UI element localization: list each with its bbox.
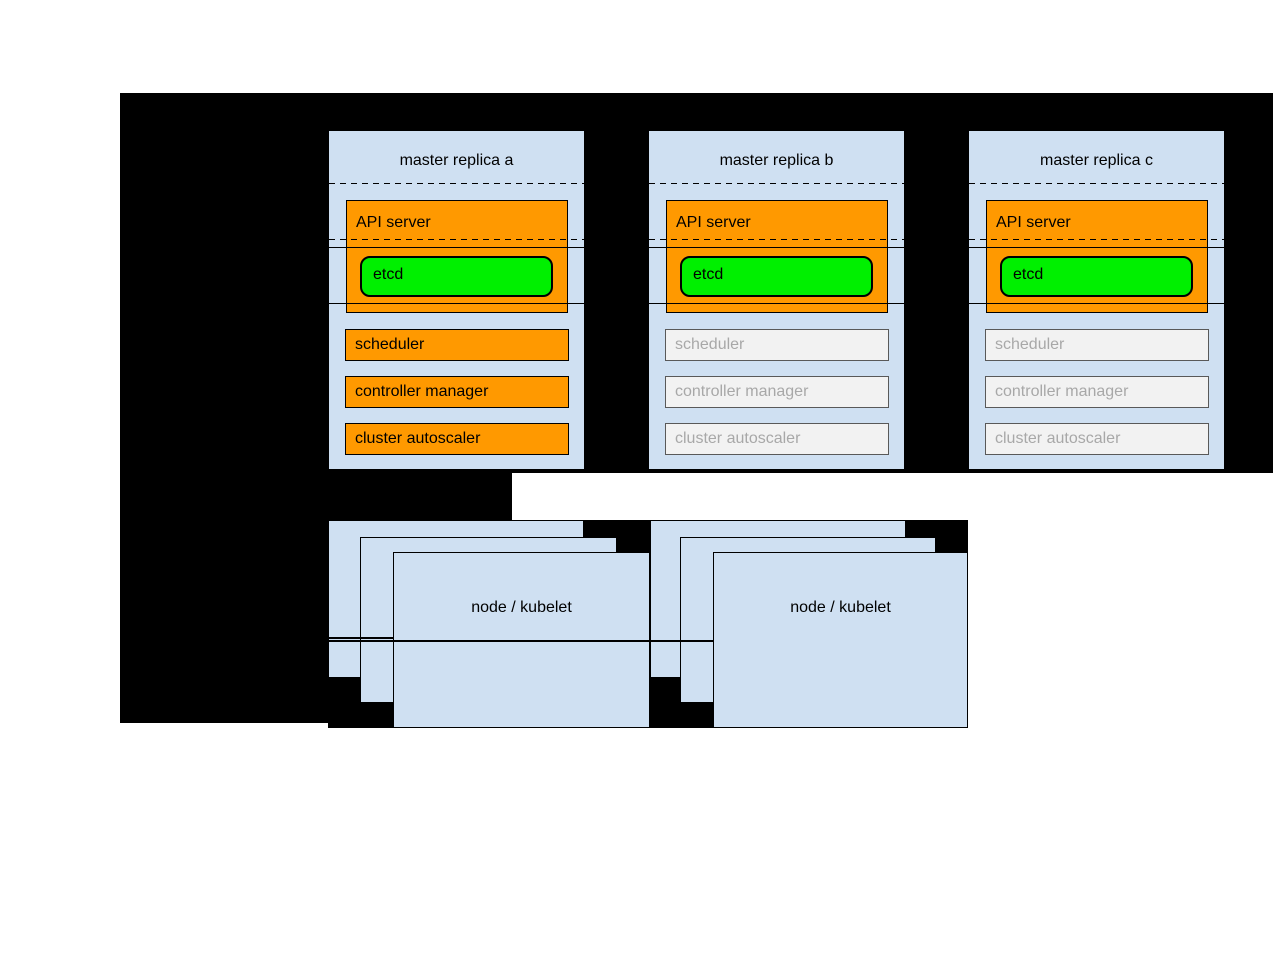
api-server-box: API server etcd [666, 200, 888, 313]
zone-divider-dashed [649, 183, 904, 184]
cluster-autoscaler-box: cluster autoscaler [665, 423, 889, 455]
master-replica-a-box: master replica a API server etcd schedul… [328, 130, 585, 470]
controller-manager-label: controller manager [995, 383, 1129, 400]
zone-divider-solid [649, 247, 904, 248]
cluster-autoscaler-box: cluster autoscaler [985, 423, 1209, 455]
cluster-autoscaler-box: cluster autoscaler [345, 423, 569, 455]
api-server-label: API server [996, 214, 1071, 231]
etcd-box: etcd [1000, 256, 1193, 297]
scheduler-label: scheduler [355, 336, 425, 353]
etcd-label: etcd [1013, 266, 1044, 283]
controller-manager-label: controller manager [355, 383, 489, 400]
scheduler-box: scheduler [345, 329, 569, 361]
cluster-autoscaler-label: cluster autoscaler [355, 430, 481, 447]
etcd-label: etcd [373, 266, 404, 283]
etcd-box: etcd [360, 256, 553, 297]
node-stack-2-card-front: node / kubelet [713, 552, 968, 728]
master-replica-a-title: master replica a [399, 152, 514, 169]
master-replica-c-title: master replica c [1040, 152, 1153, 169]
master-replica-b-box: master replica b API server etcd schedul… [648, 130, 905, 470]
controller-manager-box: controller manager [345, 376, 569, 408]
scheduler-box: scheduler [665, 329, 889, 361]
zone-divider-dashed [969, 239, 1224, 240]
node-kubelet-label: node / kubelet [790, 599, 891, 616]
api-server-label: API server [356, 214, 431, 231]
zone-divider-solid [649, 303, 904, 304]
scheduler-box: scheduler [985, 329, 1209, 361]
controller-manager-label: controller manager [675, 383, 809, 400]
node-zone-divider [328, 637, 393, 639]
zone-divider-solid [329, 247, 584, 248]
api-server-box: API server etcd [986, 200, 1208, 313]
controller-manager-box: controller manager [665, 376, 889, 408]
cluster-autoscaler-label: cluster autoscaler [675, 430, 801, 447]
scheduler-label: scheduler [995, 336, 1065, 353]
master-replica-c-box: master replica c API server etcd schedul… [968, 130, 1225, 470]
etcd-box: etcd [680, 256, 873, 297]
zone-divider-dashed [329, 239, 584, 240]
zone-divider-dashed [649, 239, 904, 240]
api-server-label: API server [676, 214, 751, 231]
controller-manager-box: controller manager [985, 376, 1209, 408]
zone-divider-solid [969, 303, 1224, 304]
zone-divider-dashed [329, 183, 584, 184]
zone-divider-dashed [969, 183, 1224, 184]
node-zone-divider [328, 640, 713, 642]
cluster-autoscaler-label: cluster autoscaler [995, 430, 1121, 447]
api-server-box: API server etcd [346, 200, 568, 313]
master-replica-b-title: master replica b [719, 152, 834, 169]
zone-divider-solid [329, 303, 584, 304]
etcd-label: etcd [693, 266, 724, 283]
scheduler-label: scheduler [675, 336, 745, 353]
zone-divider-solid [969, 247, 1224, 248]
node-kubelet-label: node / kubelet [471, 599, 572, 616]
